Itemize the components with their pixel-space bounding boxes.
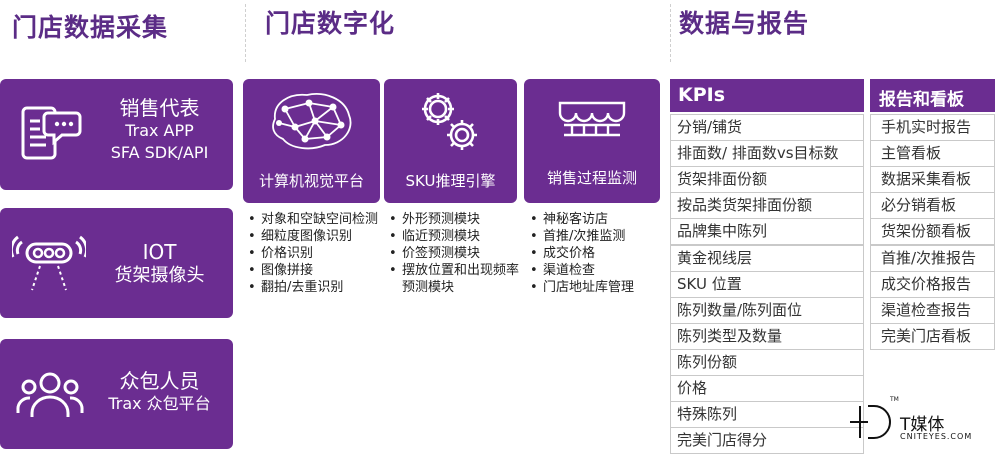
list-item: 翻拍/去重识别 — [248, 279, 378, 296]
watermark-brand: T媒体 — [900, 415, 945, 435]
iot-title: IOT — [142, 240, 177, 264]
report-item: 成交价格报告 — [870, 270, 995, 298]
kpi-item: 陈列类型及数量 — [670, 322, 864, 350]
list-item: 首推/次推监测 — [530, 228, 668, 245]
crowdsource-card[interactable]: 众包人员 Trax 众包平台 — [0, 339, 233, 449]
report-item: 完美门店看板 — [870, 322, 995, 350]
list-item: 成交价格 — [530, 245, 668, 262]
list-item: 神秘客访店 — [530, 211, 668, 228]
sales-rep-title: 销售代表 — [119, 96, 200, 120]
list-item: 价签预测模块 — [389, 245, 519, 262]
sku-engine-bullets: 外形预测模块 临近预测模块 价签预测模块 摆放位置和出现频率预测模块 — [389, 211, 519, 296]
list-item: 细粒度图像识别 — [248, 228, 378, 245]
list-item: 门店地址库管理 — [530, 279, 668, 296]
list-item: 对象和空缺空间检测 — [248, 211, 378, 228]
cv-platform-card[interactable]: 计算机视觉平台 — [243, 79, 380, 203]
report-item: 主管看板 — [870, 140, 995, 168]
report-column-title: 数据与报告 — [679, 9, 810, 38]
cv-platform-bullets: 对象和空缺空间检测 细粒度图像识别 价格识别 图像拼接 翻拍/去重识别 — [248, 211, 378, 296]
brain-network-icon — [272, 93, 352, 150]
list-item: 临近预测模块 — [389, 228, 519, 245]
list-item: 摆放位置和出现频率预测模块 — [389, 262, 519, 296]
crowdsource-text: 众包人员 Trax 众包平台 — [92, 369, 227, 415]
kpi-item: 完美门店得分 — [670, 427, 864, 455]
kpi-item: 分销/铺货 — [670, 114, 864, 142]
iot-card[interactable]: IOT 货架摄像头 — [0, 208, 233, 318]
list-item: 价格识别 — [248, 245, 378, 262]
kpi-item: SKU 位置 — [670, 270, 864, 298]
kpi-item: 品牌集中陈列 — [670, 218, 864, 246]
report-item: 渠道检查报告 — [870, 296, 995, 324]
column-divider — [670, 4, 671, 62]
gears-icon — [422, 93, 477, 150]
digital-column-title: 门店数字化 — [265, 9, 396, 38]
report-item: 首推/次推报告 — [870, 244, 995, 272]
report-item: 必分销看板 — [870, 192, 995, 220]
report-header: 报告和看板 — [870, 79, 995, 112]
list-item: 外形预测模块 — [389, 211, 519, 228]
camera-icon — [12, 235, 86, 291]
kpi-item: 黄金视线层 — [670, 244, 864, 272]
kpi-item: 价格 — [670, 375, 864, 403]
sales-rep-line: Trax APP — [125, 121, 194, 140]
cv-platform-label: 计算机视觉平台 — [258, 172, 364, 190]
crowdsource-title: 众包人员 — [119, 369, 200, 393]
iot-text: IOT 货架摄像头 — [92, 240, 227, 288]
kpi-item: 陈列份额 — [670, 348, 864, 376]
report-item: 手机实时报告 — [870, 114, 995, 142]
collect-column-title: 门店数据采集 — [12, 13, 169, 42]
store-awning-icon — [558, 101, 626, 137]
watermark-tm: TM — [890, 396, 899, 403]
kpi-header: KPIs — [670, 79, 864, 112]
sales-rep-line: SFA SDK/API — [110, 143, 209, 162]
iot-line: 货架摄像头 — [114, 265, 205, 286]
list-item: 图像拼接 — [248, 262, 378, 279]
kpi-item: 特殊陈列 — [670, 401, 864, 429]
kpi-item: 货架排面份额 — [670, 166, 864, 194]
sales-monitor-card[interactable]: 销售过程监测 — [524, 79, 660, 203]
crowdsource-line: Trax 众包平台 — [108, 394, 211, 413]
sales-monitor-label: 销售过程监测 — [546, 169, 637, 187]
sales-monitor-bullets: 神秘客访店 首推/次推监测 成交价格 渠道检查 门店地址库管理 — [530, 211, 668, 296]
sku-engine-card[interactable]: SKU推理引擎 — [384, 79, 517, 203]
kpi-item: 按品类货架排面份额 — [670, 192, 864, 220]
kpi-item: 排面数/ 排面数vs目标数 — [670, 140, 864, 168]
sku-engine-label: SKU推理引擎 — [405, 172, 496, 190]
column-divider — [245, 4, 246, 62]
report-item: 数据采集看板 — [870, 166, 995, 194]
tablet-chat-icon — [21, 106, 82, 160]
kpi-item: 陈列数量/陈列面位 — [670, 296, 864, 324]
sales-rep-card[interactable]: 销售代表 Trax APP SFA SDK/API — [0, 79, 233, 190]
people-icon — [16, 372, 84, 417]
list-item: 渠道检查 — [530, 262, 668, 279]
report-item: 货架份额看板 — [870, 218, 995, 246]
t-media-logo-icon — [850, 405, 891, 439]
sales-rep-text: 销售代表 Trax APP SFA SDK/API — [92, 96, 227, 164]
watermark-url: CNITEYES.COM — [900, 432, 973, 441]
